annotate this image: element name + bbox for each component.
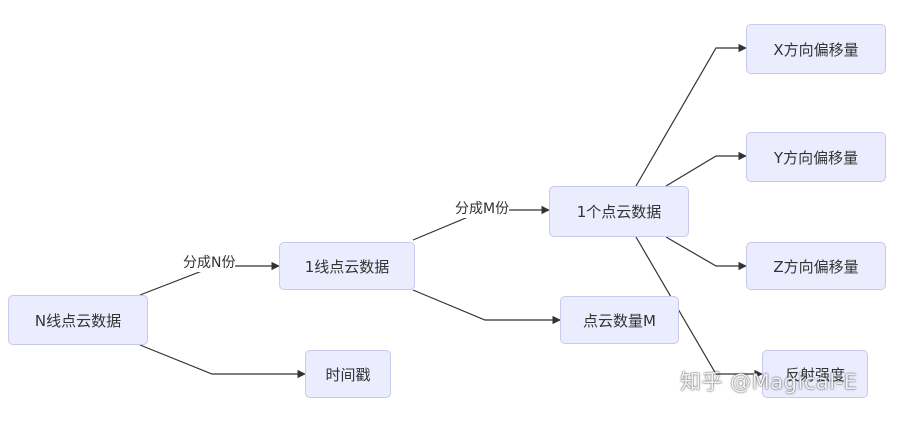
edge-oneline-to-pointcount [412,289,561,325]
node-point-count: 点云数量M [560,296,679,344]
watermark-text: 知乎 @Magical-E [680,370,858,394]
edge-onepoint-to-reflectivity [635,236,763,379]
edge-label-split-m: 分成M份 [455,200,510,218]
node-timestamp: 时间戳 [305,350,391,398]
edge-onepoint-to-yoffset [665,151,747,187]
node-reflectivity: 反射强度 [762,350,868,398]
edge-onepoint-to-xoffset [635,43,747,187]
edge-onepoint-to-zoffset [665,236,747,271]
edge-label-split-n: 分成N份 [183,254,236,272]
node-one-line-pointcloud: 1线点云数据 [279,242,415,290]
node-z-offset: Z方向偏移量 [746,242,886,290]
node-x-offset: X方向偏移量 [746,24,886,74]
node-y-offset: Y方向偏移量 [746,132,886,182]
node-one-point: 1个点云数据 [549,186,689,237]
edge-nlines-to-timestamp [139,344,306,379]
node-n-lines-pointcloud: N线点云数据 [8,295,148,345]
